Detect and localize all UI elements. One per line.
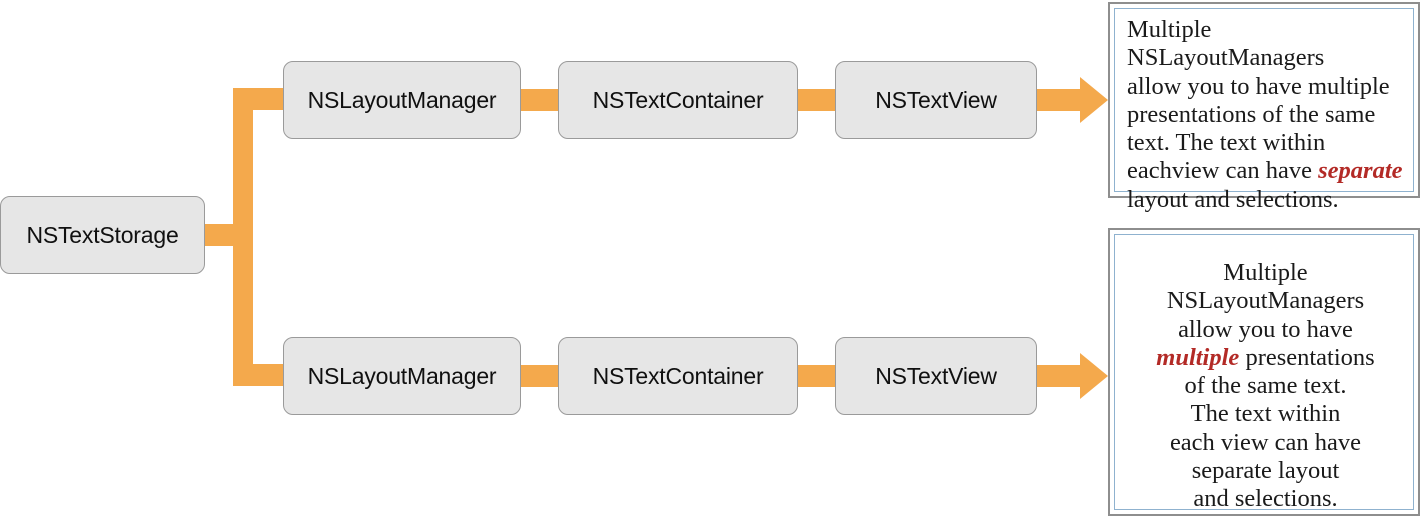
node-nslayoutmanager-bottom[interactable]: NSLayoutManager	[283, 337, 521, 415]
link-tc-to-tv-top	[795, 89, 839, 111]
panel-text-line: each view can have	[1169, 428, 1362, 456]
arrow-to-bottom-panel-icon	[1034, 353, 1108, 399]
node-nstextview-top-label: NSTextView	[875, 86, 997, 113]
panel-text-line: separate layout	[1191, 457, 1340, 485]
panel-highlight-word: multiple	[1156, 343, 1240, 371]
node-nstextview-top[interactable]: NSTextView	[835, 61, 1037, 139]
panel-text-line: NSLayoutManagers	[1166, 287, 1365, 315]
panel-text-line: of the same text.	[1184, 372, 1347, 400]
panel-text-line: and selections.	[1193, 485, 1338, 513]
node-nstextcontainer-bottom[interactable]: NSTextContainer	[558, 337, 798, 415]
panel-text-line: presentations of the same	[1127, 100, 1376, 128]
node-nslayoutmanager-top[interactable]: NSLayoutManager	[283, 61, 521, 139]
node-nstextview-bottom-label: NSTextView	[875, 362, 997, 389]
link-lm-to-tc-bottom	[518, 365, 562, 387]
node-nstextcontainer-bottom-label: NSTextContainer	[592, 362, 764, 389]
panel-text-line: multiple presentations	[1156, 343, 1375, 371]
panel-text-line: text. The text within	[1127, 129, 1326, 157]
node-nstextcontainer-top-label: NSTextContainer	[592, 86, 764, 113]
panel-text-line: The text within	[1190, 400, 1341, 428]
node-nstextcontainer-top[interactable]: NSTextContainer	[558, 61, 798, 139]
panel-text-line: Multiple NSLayoutManagers	[1127, 16, 1325, 72]
panel-text-line: allow you to have multiple	[1127, 72, 1390, 100]
link-lm-to-tc-top	[518, 89, 562, 111]
node-nslayoutmanager-bottom-label: NSLayoutManager	[307, 362, 497, 389]
panel-text-line: Multiple	[1223, 259, 1308, 286]
text-storage-branch-connector	[205, 88, 291, 386]
panel-text-line: allow you to have	[1178, 315, 1353, 343]
link-tc-to-tv-bottom	[795, 365, 839, 387]
node-nstextstorage[interactable]: NSTextStorage	[0, 196, 205, 274]
node-nstextstorage-label: NSTextStorage	[26, 221, 179, 248]
node-nstextview-bottom[interactable]: NSTextView	[835, 337, 1037, 415]
panel-highlight-word: separate	[1318, 157, 1403, 185]
node-nslayoutmanager-top-label: NSLayoutManager	[307, 86, 497, 113]
panel-text-line: layout and selections.	[1127, 185, 1339, 213]
panel-text-line: eachview can have separate	[1127, 157, 1403, 185]
arrow-to-top-panel-icon	[1034, 77, 1108, 123]
